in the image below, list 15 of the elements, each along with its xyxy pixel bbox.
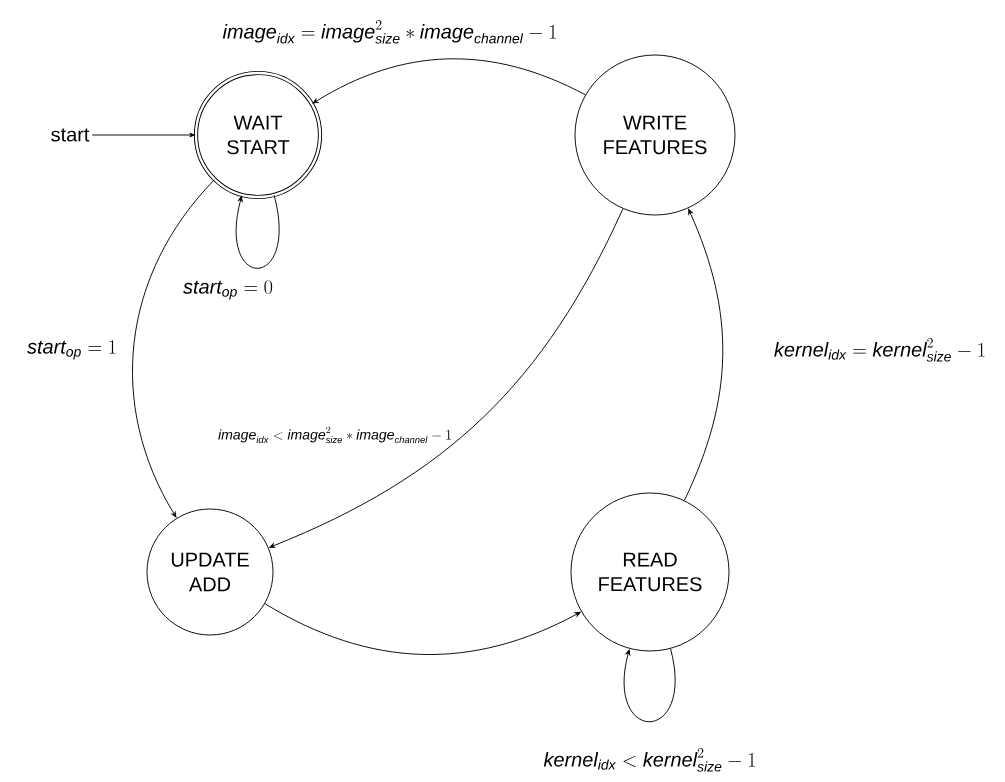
arrow [132,179,215,518]
arrow [312,58,586,104]
edge-label: $\mathit{start}_{\mathit{op}} = 1$ [27,340,116,360]
arrow [235,194,280,269]
arrow [264,603,581,655]
start-label: start [51,128,90,142]
edge-label: $\mathit{image}_{\mathit{idx}} < \mathit{image}_{\mathit{size}}^{2} \ast \mathit{image}_{\mathit{channel}} - 1$ [218,426,451,444]
edge-label: $\mathit{start}_{\mathit{op}} = 0$ [183,280,273,300]
arrow [269,208,624,548]
arrow [91,132,195,138]
edge-label: $\mathit{kernel}_{\mathit{idx}} < \mathit{kernel}_{\mathit{size}}^{2} - 1$ [543,748,755,772]
arrow [623,648,676,723]
arrow [683,208,724,501]
edge-label: $\mathit{image}_{\mathit{idx}} = \mathit{image}_{\mathit{size}}^{2} \ast \mathit{image}_{\mathit{channel}} - 1$ [222,20,556,44]
edge-label: $\mathit{kernel}_{\mathit{idx}} = \mathit{kernel}_{\mathit{size}}^{2} - 1$ [774,338,985,362]
